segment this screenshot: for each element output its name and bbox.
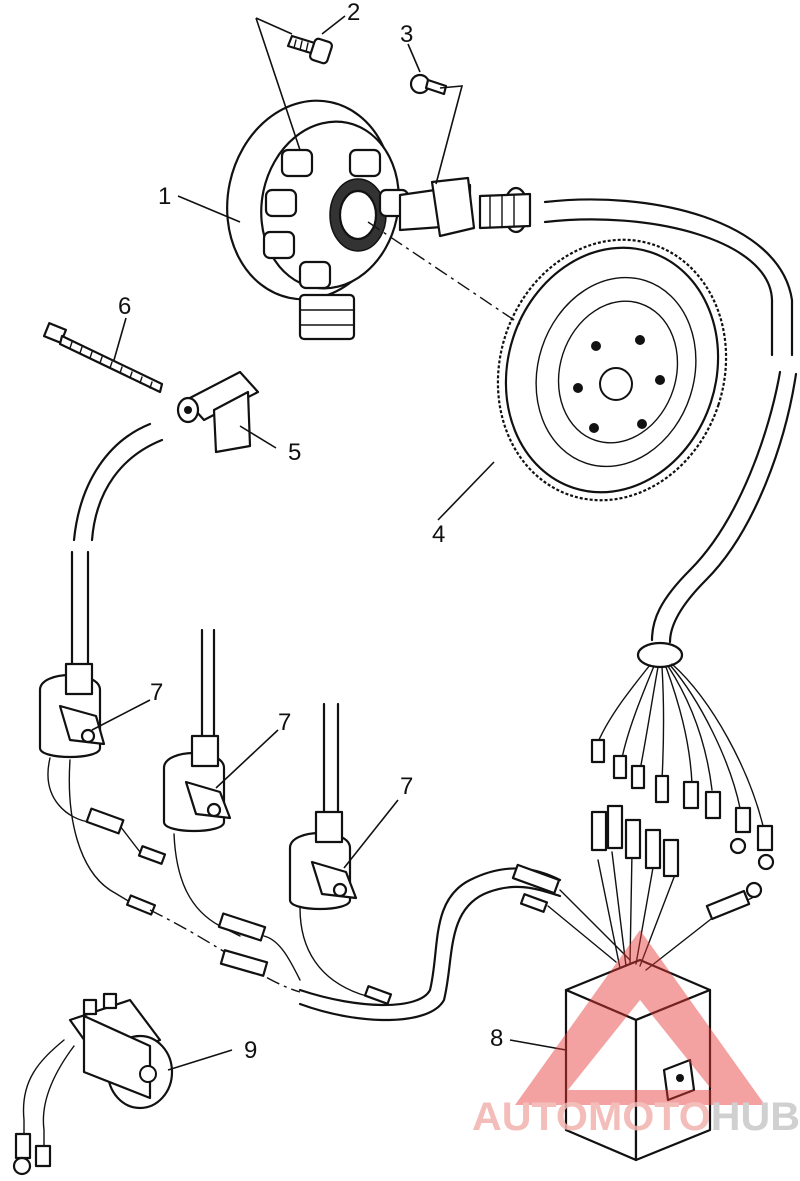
watermark-text-hub: HUB [711,1095,800,1139]
ignition-coil-2 [162,628,232,833]
stator-assembly [226,99,532,341]
flywheel-part-4 [496,238,728,502]
cable-tie-part-6 [42,322,164,394]
callout-1: 1 [158,183,171,210]
callout-8: 8 [490,1025,503,1052]
ht-lead-coil-1 [70,422,164,672]
callout-3: 3 [400,21,413,48]
cdi-module-part-8 [564,804,763,1162]
screw-part-3 [409,73,448,96]
callout-6: 6 [118,293,131,320]
callout-numbers: 1 2 3 4 5 6 7 7 7 8 9 [118,0,503,1064]
callout-4: 4 [432,521,445,548]
watermark-triangle-logo [515,930,765,1105]
watermark-text-automoto: AUTOMOTO [472,1095,711,1139]
callout-2: 2 [347,0,360,26]
bolt-part-2 [286,34,334,65]
callout-5: 5 [288,439,301,466]
starter-solenoid-part-9 [12,992,174,1176]
callout-7-coil-2: 7 [278,709,291,736]
callout-7-coil-3: 7 [400,773,413,800]
callout-7-coil-1: 7 [150,679,163,706]
leader-lines [91,15,567,1071]
callout-9: 9 [244,1037,257,1064]
low-tension-wiring [47,757,631,1022]
ignition-coil-1 [38,662,106,759]
ignition-coil-3 [288,702,358,911]
main-harness-tube [543,198,798,871]
spark-plug-cap-part-5 [176,370,260,454]
